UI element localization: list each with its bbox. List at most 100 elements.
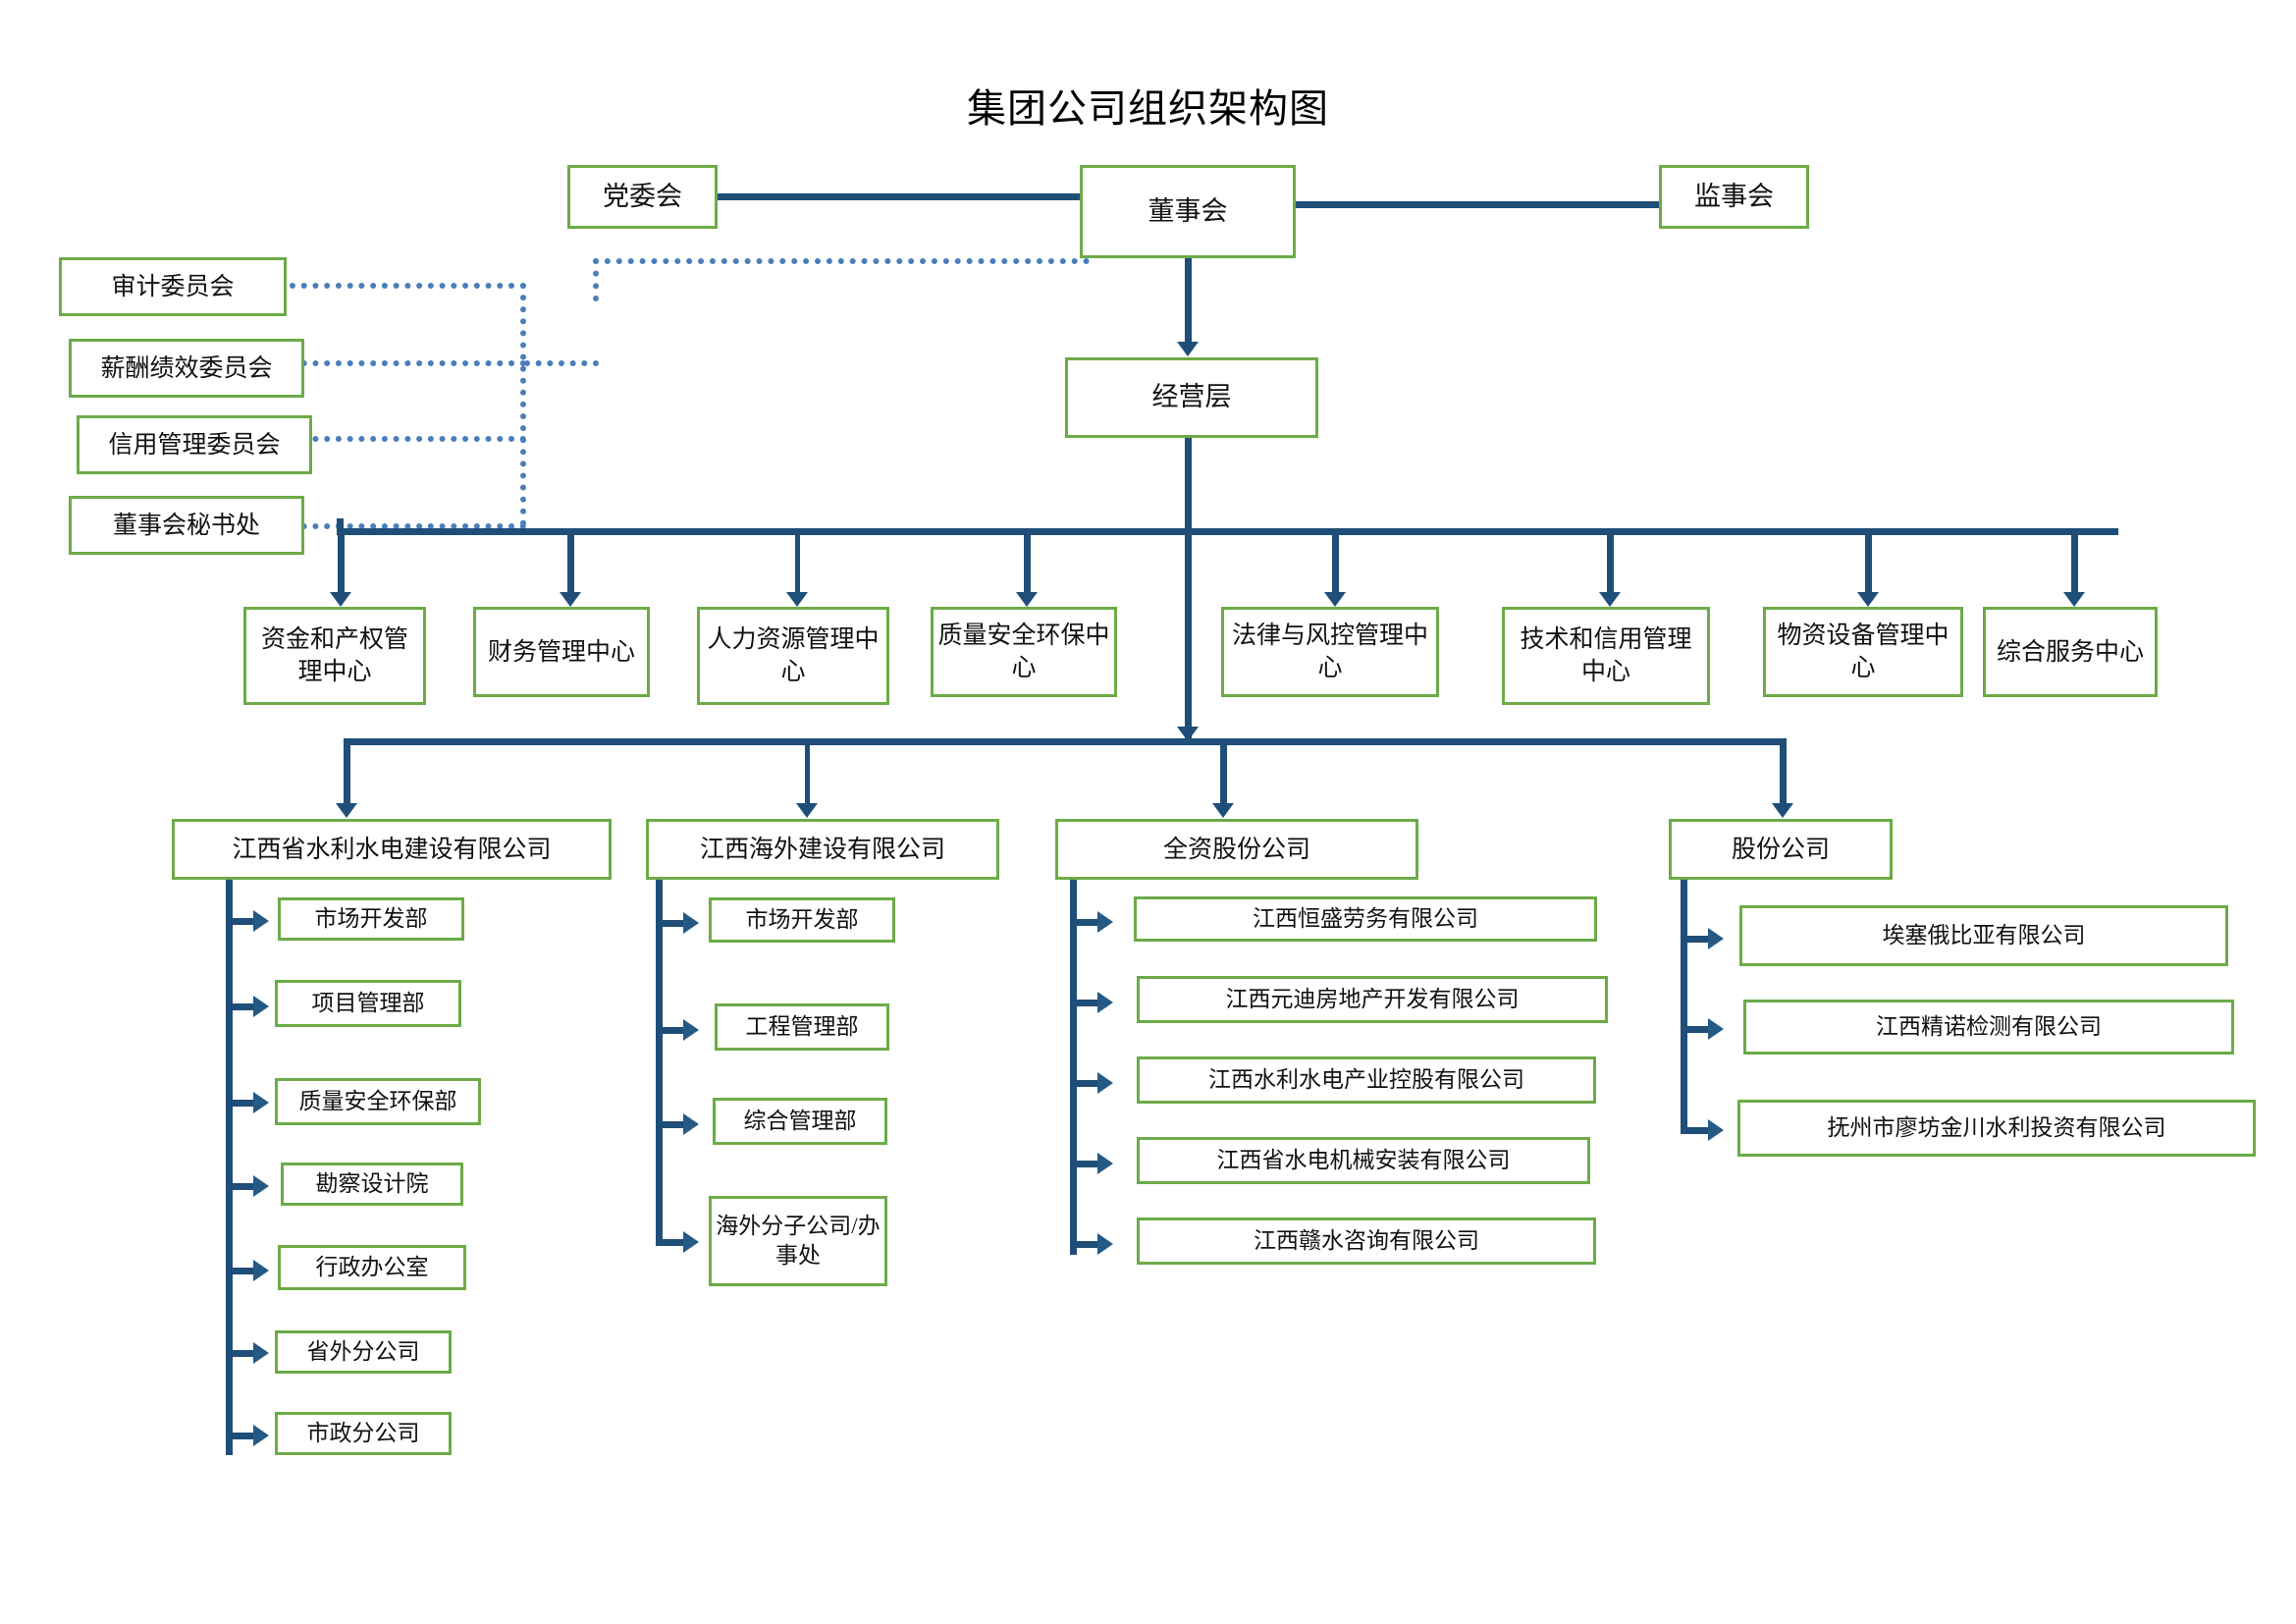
drop-center-5 (1332, 528, 1339, 597)
node-center-materials-equipment[interactable]: 物资设备管理中心 (1763, 607, 1963, 697)
arrow-d1-c5 (253, 1260, 269, 1281)
drop-center-6 (1607, 528, 1614, 597)
arrow-d2-c3 (683, 1113, 699, 1135)
node-center-general-services[interactable]: 综合服务中心 (1983, 607, 2158, 697)
centers-horizontal-bus (337, 528, 2118, 535)
arrow-center-4 (1016, 592, 1038, 607)
node-d2-market-development[interactable]: 市场开发部 (709, 897, 895, 943)
dotted-board-drop (593, 258, 599, 301)
node-d1-survey-design-institute[interactable]: 勘察设计院 (281, 1163, 463, 1206)
node-compensation-committee[interactable]: 薪酬绩效委员会 (69, 339, 304, 398)
node-audit-committee[interactable]: 审计委员会 (59, 257, 287, 316)
dotted-to-credit-committee (243, 436, 526, 442)
node-d1-admin-office[interactable]: 行政办公室 (278, 1245, 466, 1290)
node-center-finance[interactable]: 财务管理中心 (473, 607, 650, 697)
node-division-wholly-owned[interactable]: 全资股份公司 (1055, 819, 1418, 880)
drop-center-1 (338, 528, 345, 597)
dotted-to-audit-committee (243, 283, 526, 289)
arrow-d1-c4 (253, 1175, 269, 1197)
divisions-horizontal-bus (344, 738, 1787, 745)
arrow-d3-c5 (1097, 1233, 1113, 1255)
arrow-d2-c2 (683, 1019, 699, 1041)
arrow-d1-c7 (253, 1425, 269, 1446)
node-board-of-directors[interactable]: 董事会 (1080, 165, 1296, 258)
stub-d2-c2 (656, 1027, 687, 1034)
node-d3-hengsheng-labor[interactable]: 江西恒盛劳务有限公司 (1134, 896, 1597, 942)
dotted-board-to-trunk (593, 258, 1090, 264)
arrow-board-to-management (1177, 342, 1199, 356)
stub-d3-c3 (1070, 1080, 1101, 1087)
arrow-center-8 (2063, 592, 2085, 607)
dotted-board-into-trunk-h (524, 360, 599, 366)
arrow-division-4 (1772, 803, 1793, 818)
node-d3-water-power-industry-holding[interactable]: 江西水利水电产业控股有限公司 (1137, 1056, 1596, 1104)
stub-d3-c1 (1070, 919, 1101, 926)
arrow-d2-c4 (683, 1231, 699, 1253)
stub-d1-c3 (226, 1100, 257, 1107)
node-management-layer[interactable]: 经营层 (1065, 357, 1318, 438)
node-d2-overseas-branches[interactable]: 海外分子公司/办事处 (709, 1196, 887, 1286)
node-d2-engineering-management[interactable]: 工程管理部 (715, 1003, 889, 1051)
node-board-secretariat[interactable]: 董事会秘书处 (69, 496, 304, 555)
node-supervisory-board[interactable]: 监事会 (1659, 165, 1809, 229)
arrow-d3-c1 (1097, 911, 1113, 933)
drop-center-4 (1024, 528, 1031, 597)
arrow-d1-c3 (253, 1092, 269, 1113)
arrow-d3-c4 (1097, 1153, 1113, 1174)
stub-d3-c2 (1070, 1000, 1101, 1006)
node-d1-municipal-branch[interactable]: 市政分公司 (275, 1412, 452, 1455)
node-d1-out-of-province-branch[interactable]: 省外分公司 (275, 1330, 452, 1374)
drop-division-3 (1220, 738, 1227, 809)
arrow-d4-c1 (1708, 928, 1724, 949)
node-d3-hydro-machinery-installation[interactable]: 江西省水电机械安装有限公司 (1137, 1137, 1590, 1184)
node-center-funds-property[interactable]: 资金和产权管理中心 (243, 607, 426, 705)
node-division-jiangxi-water-power[interactable]: 江西省水利水电建设有限公司 (172, 819, 612, 880)
node-d4-fuzhou-liaofang-jinchuan[interactable]: 抚州市廖坊金川水利投资有限公司 (1737, 1100, 2256, 1157)
node-d1-quality-safety-env[interactable]: 质量安全环保部 (275, 1078, 481, 1125)
node-d1-market-development[interactable]: 市场开发部 (278, 897, 464, 941)
stub-d1-c2 (226, 1003, 257, 1010)
dotted-to-board-secretariat (243, 523, 526, 529)
drop-division-1 (344, 738, 350, 809)
stub-d4-c3 (1681, 1127, 1712, 1134)
arrow-management-to-divisions (1177, 727, 1199, 741)
arrow-d1-c6 (253, 1342, 269, 1364)
arrow-center-3 (786, 592, 808, 607)
node-d3-ganshui-consulting[interactable]: 江西赣水咨询有限公司 (1137, 1218, 1596, 1265)
node-party-committee[interactable]: 党委会 (567, 165, 718, 229)
drop-division-4 (1780, 738, 1787, 809)
stub-d3-c5 (1070, 1241, 1101, 1248)
drop-center-8 (2071, 528, 2078, 597)
node-d3-yuandi-real-estate[interactable]: 江西元迪房地产开发有限公司 (1137, 976, 1608, 1023)
node-center-hr[interactable]: 人力资源管理中心 (697, 607, 889, 705)
node-center-quality-safety-env[interactable]: 质量安全环保中心 (931, 607, 1117, 697)
arrow-division-3 (1212, 803, 1234, 818)
node-d4-ethiopia[interactable]: 埃塞俄比亚有限公司 (1739, 905, 2228, 966)
arrow-d4-c3 (1708, 1119, 1724, 1141)
spine-division-4 (1681, 880, 1687, 1129)
node-center-legal-risk[interactable]: 法律与风控管理中心 (1221, 607, 1439, 697)
node-d2-general-management[interactable]: 综合管理部 (713, 1098, 887, 1145)
spine-division-1 (226, 880, 233, 1455)
arrow-center-7 (1857, 592, 1879, 607)
node-division-overseas-construction[interactable]: 江西海外建设有限公司 (646, 819, 999, 880)
arrow-d3-c3 (1097, 1072, 1113, 1094)
dotted-committee-trunk (520, 283, 526, 526)
arrow-division-1 (336, 803, 357, 818)
connector-board-to-management (1185, 258, 1192, 347)
stub-d2-c3 (656, 1121, 687, 1128)
arrow-d3-c2 (1097, 992, 1113, 1013)
node-d4-jingnuo-inspection[interactable]: 江西精诺检测有限公司 (1743, 1000, 2234, 1055)
connector-board-to-supervisory (1296, 201, 1661, 208)
stub-d2-c1 (656, 920, 687, 927)
node-center-tech-credit[interactable]: 技术和信用管理中心 (1502, 607, 1710, 705)
arrow-center-5 (1324, 592, 1346, 607)
spine-division-2 (656, 880, 663, 1239)
drop-division-2 (805, 738, 810, 809)
node-credit-management-committee[interactable]: 信用管理委员会 (77, 415, 312, 474)
node-division-joint-stock[interactable]: 股份公司 (1669, 819, 1893, 880)
arrow-center-6 (1599, 592, 1621, 607)
arrow-d1-c1 (253, 910, 269, 932)
node-d1-project-management[interactable]: 项目管理部 (275, 980, 461, 1027)
